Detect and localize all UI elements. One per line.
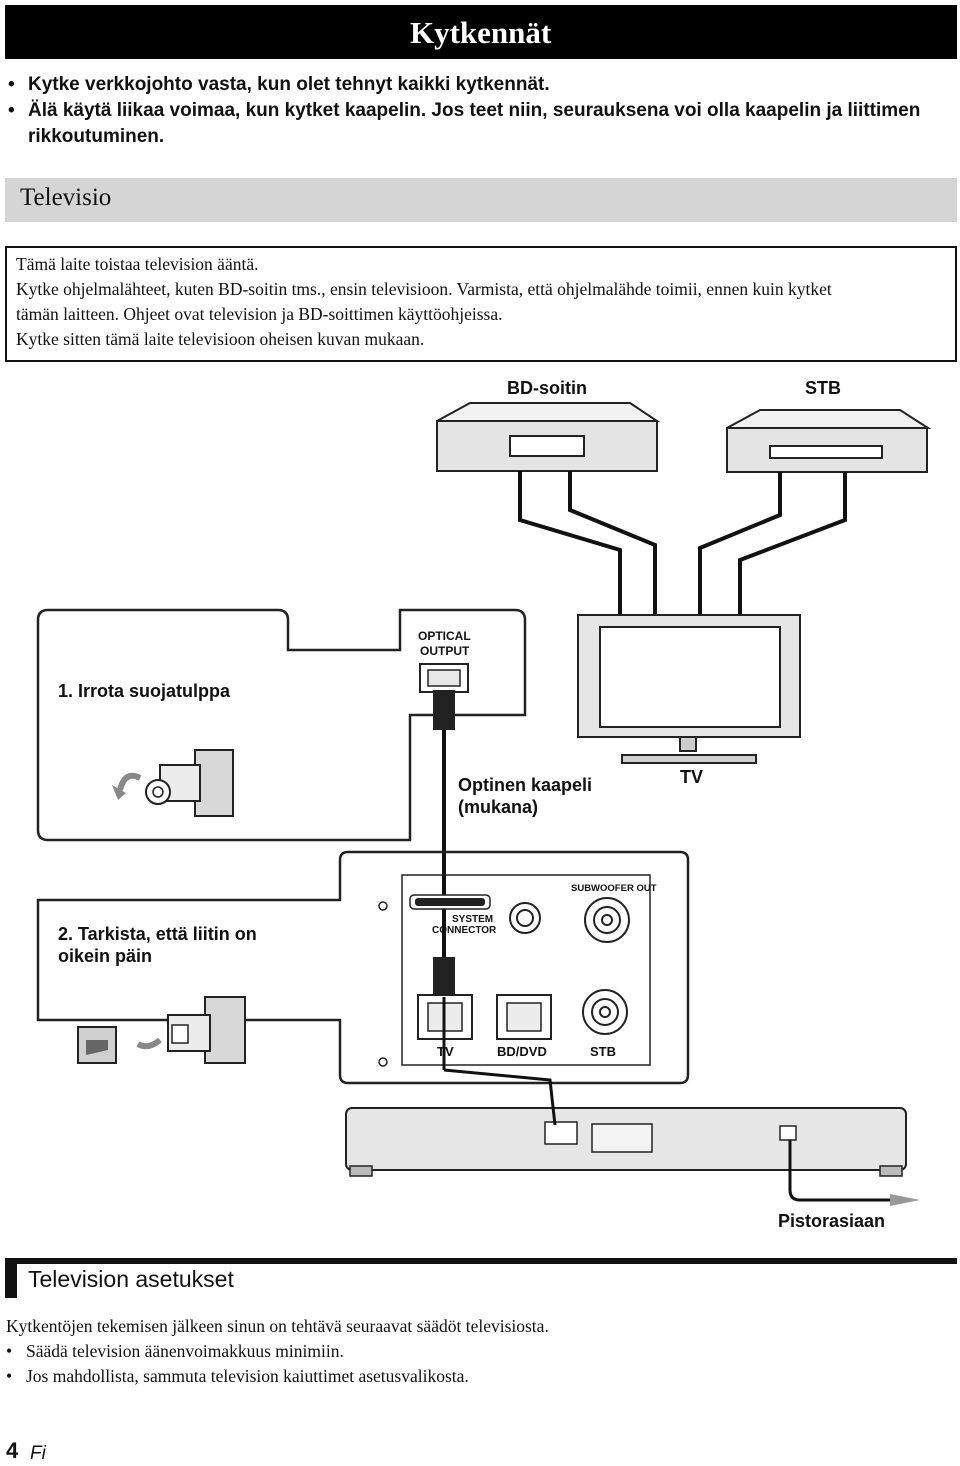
soundbar-device [345, 1107, 907, 1177]
optical-input-bd-port [496, 994, 552, 1040]
step1-panel [36, 608, 527, 842]
cable-label-1: Optinen kaapeli [458, 775, 592, 795]
tv-label: TV [680, 767, 703, 787]
note-item: Kytke verkkojohto vasta, kun olet tehnyt… [8, 72, 958, 98]
bd-player-device [436, 402, 661, 472]
section-heading: Televisio [20, 184, 112, 211]
connector-orientation-illustration [77, 996, 246, 1064]
stb-input-port [582, 989, 628, 1035]
warning-notes: Kytke verkkojohto vasta, kun olet tehnyt… [8, 72, 958, 150]
protective-cap-illustration [112, 749, 234, 817]
port-bd-label: BD/DVD [497, 1044, 547, 1059]
page-number: 4 [6, 1438, 19, 1463]
cable-to-soundbar [443, 1068, 557, 1126]
outlet-arrow-icon [890, 1194, 920, 1206]
rca-port [509, 902, 541, 934]
step2-panel [36, 850, 690, 1085]
intro-line: Kytke sitten tämä laite televisioon ohei… [16, 329, 425, 349]
connection-diagram: BD-soitin STB TV OPTICAL OUTPUT 1. Irrot… [36, 378, 932, 1231]
page-language: Fi [30, 1443, 46, 1464]
system-connector-label-2: CONNECTOR [432, 925, 497, 936]
step1-label: 1. Irrota suojatulppa [58, 681, 231, 701]
section-heading-bar: Televisio [5, 178, 957, 222]
outlet-label: Pistorasiaan [778, 1211, 885, 1231]
optical-output-label-1: OPTICAL [418, 629, 471, 643]
cable-label-2: (mukana) [458, 797, 538, 817]
note-continuation: rikkoutuminen. [28, 126, 165, 147]
settings-item: Säädä television äänenvoimakkuus minimii… [6, 1339, 549, 1364]
port-stb-label: STB [590, 1044, 616, 1059]
subwoofer-out-label: SUBWOOFER OUT [571, 883, 657, 894]
step2-label-2: oikein päin [58, 946, 152, 966]
step2-label-1: 2. Tarkista, että liitin on [58, 924, 257, 944]
page-title-bar: Kytkennät [5, 5, 957, 59]
intro-line: Tämä laite toistaa television ääntä. [16, 254, 259, 274]
settings-rule [5, 1258, 957, 1264]
hdmi-cables [518, 471, 847, 615]
optical-output-port [419, 663, 469, 693]
tv-device [577, 614, 801, 764]
intro-box: Tämä laite toistaa television ääntä. Kyt… [5, 246, 957, 362]
optical-cable [433, 690, 455, 997]
stb-label: STB [805, 378, 841, 398]
settings-body: Kytkentöjen tekemisen jälkeen sinun on t… [6, 1314, 549, 1389]
settings-intro: Kytkentöjen tekemisen jälkeen sinun on t… [6, 1316, 549, 1336]
system-connector-label-1: SYSTEM [452, 914, 493, 925]
power-cable [788, 1140, 890, 1202]
page-title: Kytkennät [410, 15, 552, 50]
intro-line: Kytke ohjelmalähteet, kuten BD-soitin tm… [16, 279, 832, 299]
optical-output-label-2: OUTPUT [420, 644, 470, 658]
settings-heading: Television asetukset [28, 1266, 234, 1292]
note-item: Älä käytä liikaa voimaa, kun kytket kaap… [8, 98, 958, 124]
subwoofer-out-port [584, 897, 630, 943]
settings-marker [5, 1262, 17, 1298]
rear-panel [401, 874, 651, 1066]
system-connector-port [409, 894, 491, 910]
settings-item: Jos mahdollista, sammuta television kaiu… [6, 1364, 549, 1389]
intro-line: tämän laitteen. Ohjeet ovat television j… [16, 304, 503, 324]
stb-device [726, 409, 932, 473]
bd-player-label: BD-soitin [507, 378, 587, 398]
